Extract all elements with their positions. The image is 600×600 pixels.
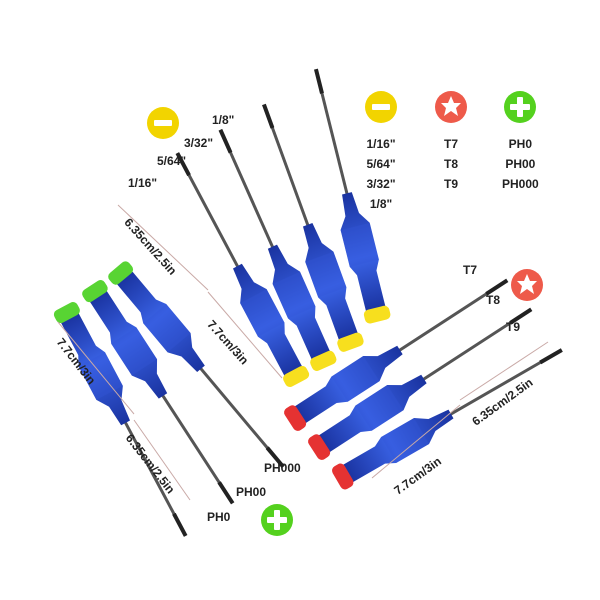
- tip-label: T7: [463, 263, 478, 277]
- legend-slotted-size: 3/32": [366, 177, 396, 191]
- legend-phillips: PH0 PH00 PH000: [502, 90, 539, 190]
- star-icon: [511, 269, 543, 301]
- legend-torx-size: T7: [443, 137, 458, 151]
- tip-label: PH0: [207, 510, 231, 524]
- dimension-lines: [57, 204, 549, 501]
- legend-slotted-size: 5/64": [366, 157, 396, 171]
- tip-label: T9: [506, 320, 521, 334]
- star-icon: [435, 91, 467, 123]
- tip-label: PH00: [236, 485, 267, 499]
- tip-label: 5/64": [157, 154, 187, 168]
- legend-phillips-size: PH0: [508, 137, 533, 151]
- legend-torx-size: T8: [443, 157, 458, 171]
- tip-label: PH000: [264, 461, 301, 475]
- minus-icon: [365, 91, 397, 123]
- legend-torx: T7 T8 T9: [434, 90, 468, 190]
- legend-slotted-size: 1/16": [366, 137, 396, 151]
- tip-label: 1/16": [128, 176, 158, 190]
- legend-phillips-size: PH00: [505, 157, 536, 171]
- plus-icon: [261, 504, 293, 536]
- legend-phillips-size: PH000: [502, 177, 539, 191]
- legend-torx-size: T9: [443, 177, 458, 191]
- tip-label: T8: [486, 293, 501, 307]
- tip-label: 1/8": [212, 113, 235, 127]
- legend-slotted: 1/16" 5/64" 3/32" 1/8": [364, 90, 398, 210]
- plus-icon: [504, 91, 537, 123]
- legend-slotted-size: 1/8": [369, 197, 393, 211]
- tip-label: 3/32": [184, 136, 214, 150]
- minus-icon: [147, 107, 179, 139]
